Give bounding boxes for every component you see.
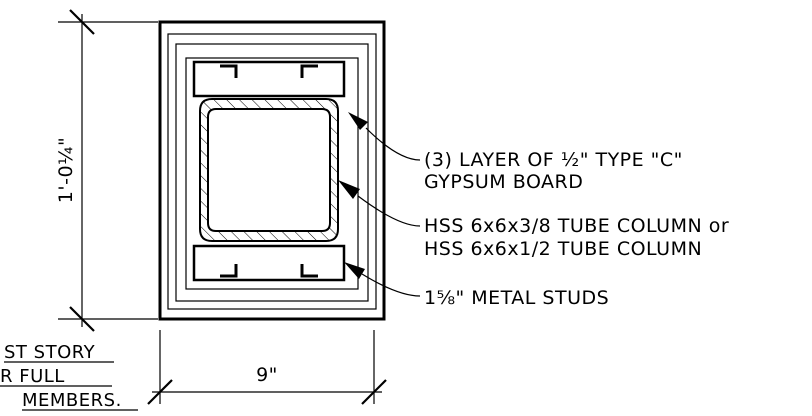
hss-tube-column — [199, 98, 339, 242]
height-dimension-label: 1'-0¼" — [55, 137, 77, 203]
studs-callout: 1⅝" METAL STUDS — [424, 287, 609, 309]
metal-stud-bottom — [192, 244, 346, 282]
studs-leader — [344, 262, 421, 297]
enclosure-outline — [158, 20, 386, 321]
metal-stud-top — [192, 60, 346, 98]
width-dimension-label: 9" — [256, 364, 278, 386]
width-dimension — [147, 330, 387, 405]
gypsum-leader — [348, 112, 421, 161]
note-line3: MEMBERS. — [22, 390, 122, 411]
column-callout-line1: HSS 6x6x3/8 TUBE COLUMN or — [424, 215, 729, 237]
column-leader — [338, 180, 421, 227]
gypsum-callout-line2: GYPSUM BOARD — [424, 171, 583, 193]
column-callout-line2: HSS 6x6x1/2 TUBE COLUMN — [424, 238, 702, 260]
gypsum-callout-line1: (3) LAYER OF ½" TYPE "C" — [424, 149, 683, 171]
note-line2: R FULL — [0, 366, 65, 387]
height-dimension — [58, 9, 158, 332]
note-line1: ST STORY — [4, 342, 96, 363]
